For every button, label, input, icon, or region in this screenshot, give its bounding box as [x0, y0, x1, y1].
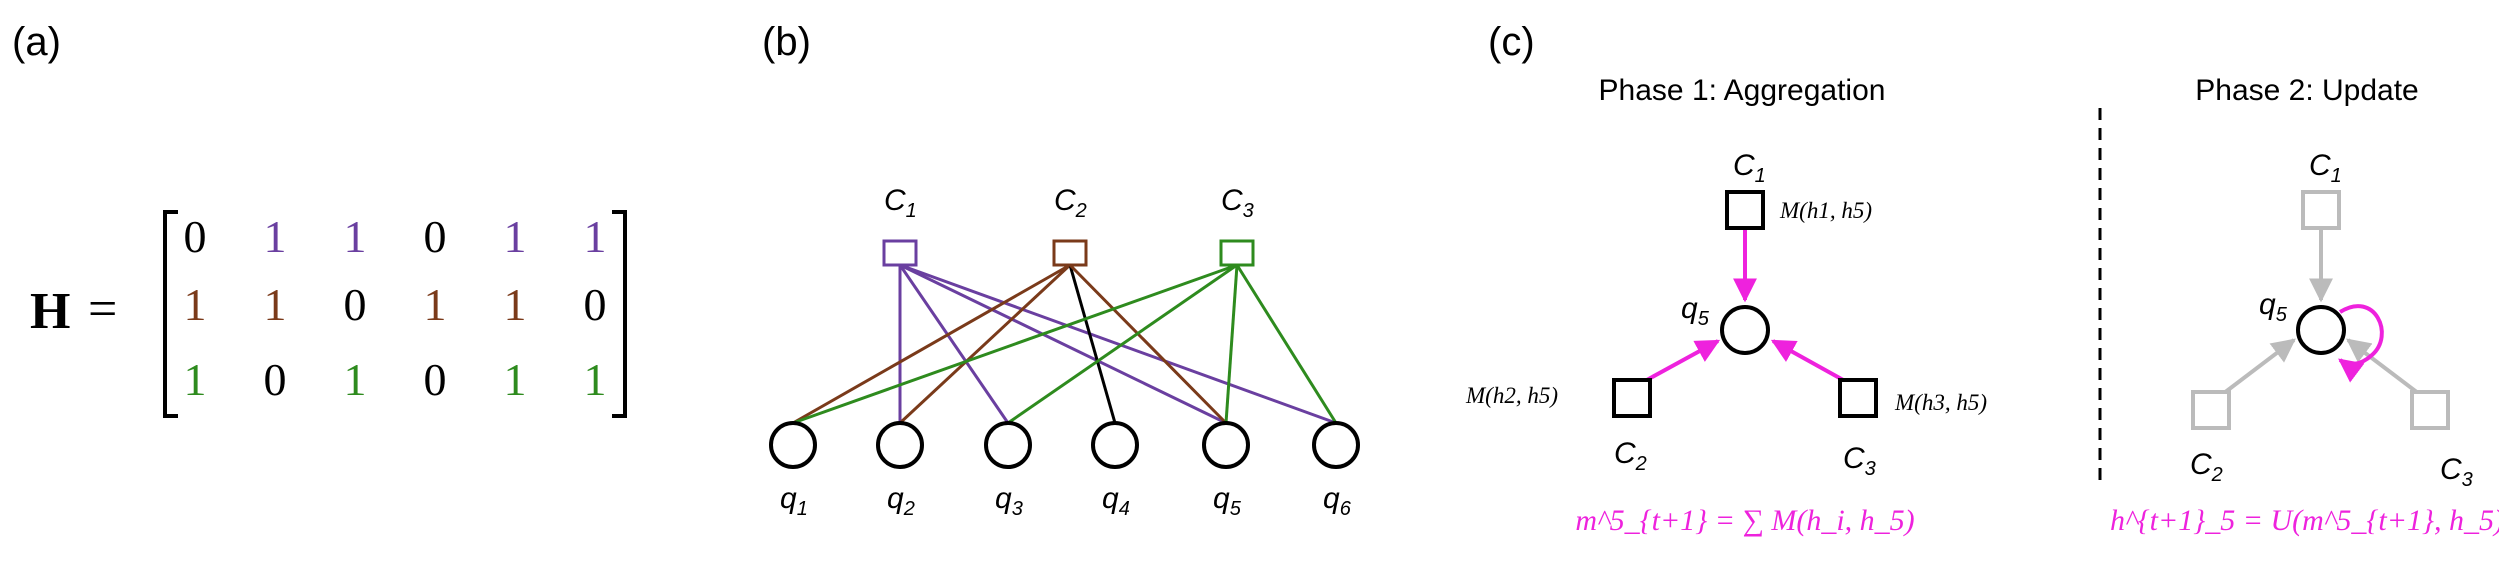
check-node-c1 [882, 239, 918, 267]
edge-c2-q4 [1068, 264, 1117, 424]
tanner-graph-edges [792, 263, 1338, 425]
variable-node-q4 [1091, 421, 1139, 469]
variable-label-q3: q3 [995, 482, 1023, 520]
check-label-c3: C3 [1221, 184, 1254, 222]
phase2-label-q5: q5 [2259, 288, 2288, 326]
left-bracket [163, 210, 178, 418]
edge-c2-q1 [792, 263, 1071, 425]
right-bracket [612, 210, 627, 418]
phase1-message-c2: M(h2, h5) [1465, 383, 1558, 408]
panel-label-b: (b) [762, 20, 811, 64]
matrix-cell-r1-c5: 1 [504, 211, 527, 262]
edge-c3-q3 [1007, 263, 1238, 425]
phase1-label-c3: C3 [1843, 442, 1876, 480]
edge-c3-q5 [1224, 264, 1239, 424]
phase1-arrow-c3 [1770, 339, 1846, 383]
phase1-message-c3: M(h3, h5) [1894, 390, 1987, 415]
matrix-cell-r2-c2: 1 [264, 279, 287, 330]
matrix-cell-r1-c3: 1 [344, 211, 367, 262]
phase1-check-c3 [1838, 378, 1878, 418]
matrix-cell-r2-c4: 1 [424, 279, 447, 330]
phase1-arrow-c2 [1644, 339, 1721, 383]
edge-c1-q5 [899, 263, 1227, 425]
matrix-equation: H = 0 1 1 0 1 1 1 1 0 1 1 0 1 0 1 0 1 1 [30, 210, 627, 418]
phase2-graph: C1 q5 C2 C3 h^{t+1}_5 = U(m^5_{t+1}, h_5… [2110, 149, 2499, 537]
edge-c1-q6 [899, 263, 1337, 425]
phase2-label-c3: C3 [2440, 453, 2473, 491]
phase2-variable-q5 [2296, 305, 2346, 355]
check-node-c3 [1219, 239, 1255, 267]
matrix-cell-r2-c3: 0 [344, 279, 367, 330]
matrix-cell-r3-c1: 1 [184, 354, 207, 405]
edge-c3-q1 [792, 263, 1238, 425]
phase2-label-c2: C2 [2190, 448, 2223, 486]
matrix-cell-r3-c3: 1 [344, 354, 367, 405]
phase1-variable-q5 [1720, 305, 1770, 355]
tanner-check-nodes: C1 C2 C3 [882, 184, 1255, 267]
matrix-cell-r2-c6: 0 [584, 279, 607, 330]
variable-node-q5 [1202, 421, 1250, 469]
edge-c2-q5 [1068, 263, 1228, 425]
phase2-label-c1: C1 [2309, 149, 2342, 187]
check-label-c1: C1 [884, 184, 917, 222]
matrix-symbol: H [30, 283, 70, 340]
phase1-label-c1: C1 [1733, 149, 1766, 187]
variable-label-q4: q4 [1102, 482, 1130, 520]
matrix-cell-r3-c4: 0 [424, 354, 447, 405]
phase1-check-c1 [1725, 190, 1765, 230]
variable-node-q1 [769, 421, 817, 469]
phase2-self-loop [2338, 304, 2384, 383]
matrix-cell-r2-c5: 1 [504, 279, 527, 330]
check-node-c2 [1052, 239, 1088, 267]
panel-label-c: (c) [1488, 20, 1535, 64]
phase2-title: Phase 2: Update [2195, 74, 2419, 107]
equals-sign: = [88, 281, 117, 338]
matrix-cell-r3-c6: 1 [584, 354, 607, 405]
phase2-check-c1 [2301, 190, 2341, 230]
tanner-variable-nodes: q1 q2 q3 q4 q5 q6 [769, 421, 1360, 520]
matrix-cell-r1-c2: 1 [264, 211, 287, 262]
variable-label-q6: q6 [1323, 482, 1352, 520]
phase1-check-c2 [1612, 378, 1652, 418]
phase2-check-c3 [2410, 390, 2450, 430]
variable-label-q2: q2 [887, 482, 915, 520]
edge-c1-q3 [898, 264, 1010, 424]
variable-label-q5: q5 [1213, 482, 1242, 520]
phase2-arrow-c2 [2222, 338, 2296, 395]
variable-node-q6 [1312, 421, 1360, 469]
matrix-cell-r3-c5: 1 [504, 354, 527, 405]
phase1-message-c1: M(h1, h5) [1779, 198, 1872, 223]
matrix-cell-r2-c1: 1 [184, 279, 207, 330]
matrix-cells: 0 1 1 0 1 1 1 1 0 1 1 0 1 0 1 0 1 1 [184, 211, 607, 405]
phase1-formula: m^5_{t+1} = ∑ M(h_i, h_5) [1575, 504, 1914, 537]
edge-c2-q2 [898, 263, 1072, 425]
phase2-formula: h^{t+1}_5 = U(m^5_{t+1}, h_5) [2110, 504, 2499, 537]
matrix-cell-r1-c6: 1 [584, 211, 607, 262]
phase1-label-q5: q5 [1681, 292, 1710, 330]
phase2-check-c2 [2191, 390, 2231, 430]
phase1-label-c2: C2 [1614, 437, 1647, 475]
variable-node-q3 [984, 421, 1032, 469]
phase2-arrow-c3 [2346, 338, 2420, 395]
matrix-cell-r1-c1: 0 [184, 211, 207, 262]
matrix-cell-r1-c4: 0 [424, 211, 447, 262]
phase1-title: Phase 1: Aggregation [1599, 74, 1886, 107]
matrix-cell-r3-c2: 0 [264, 354, 287, 405]
variable-node-q2 [876, 421, 924, 469]
variable-label-q1: q1 [780, 482, 808, 520]
panel-label-a: (a) [12, 20, 61, 64]
check-label-c2: C2 [1054, 184, 1087, 222]
edge-c3-q6 [1235, 264, 1338, 424]
phase1-graph: C1 q5 C2 C3 M(h1, h5) M(h2, h5) M(h3, h5… [1465, 149, 1987, 537]
